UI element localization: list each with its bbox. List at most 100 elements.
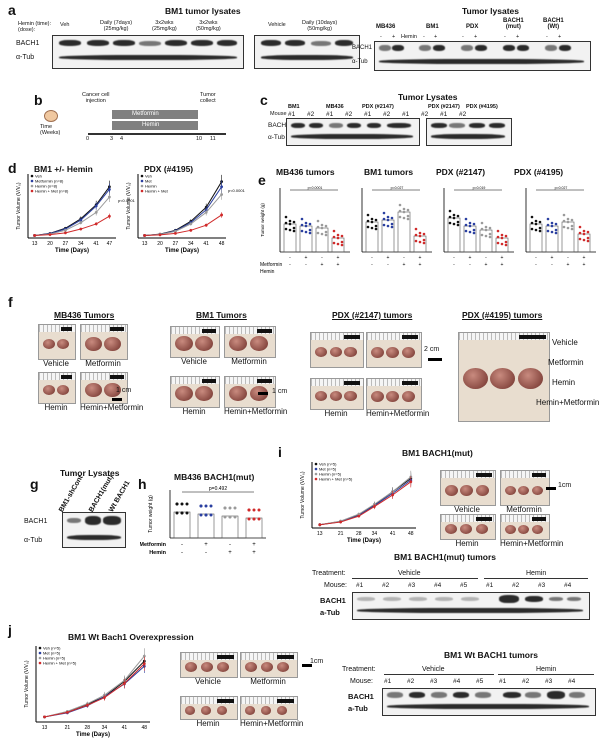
data-point [586,236,590,240]
data-point [538,229,542,233]
x-tick-label: 34 [372,531,378,537]
tumor [505,485,516,495]
y-axis-label: Tumor Volume (V/V₀) [16,182,22,230]
data-point [488,232,492,236]
data-point [402,210,406,214]
panel-g-row: α-Tub [24,537,43,544]
panel-label-c: c [260,92,268,108]
panel-g-row: BACH1 [24,518,48,525]
sign-metformin: + [469,255,472,261]
data-point [570,227,574,231]
data-point [318,523,322,527]
x-tick-label: 13 [42,725,48,731]
condition-label: Hemin+Metformin [224,407,288,416]
data-point [174,229,177,233]
sign-hemin: + [321,262,324,268]
panel-f-title: BM1 Tumors [196,310,247,320]
legend-entry: Met (n=5) [43,651,61,656]
panel-a-right-group: PDX [466,24,479,30]
data-point [257,517,261,521]
series-line [44,660,145,718]
tumor [386,390,400,402]
data-point [582,229,586,233]
data-point [189,228,193,232]
data-point [484,225,488,229]
p-value: p<0.0001 [308,186,323,190]
legend-entry: Hemin [145,184,157,189]
tumor [531,485,543,495]
condition-label: Hemin+Metformin [80,403,144,412]
data-point [180,502,184,506]
x-tick-label: 41 [122,725,128,731]
data-point [418,231,422,235]
data-point [546,223,550,227]
data-point [220,213,224,217]
data-point [456,220,460,224]
data-point [324,224,328,228]
legend-marker [140,184,144,188]
panel-a-left-blot [52,35,244,69]
pdx4195-label: Hemin+Metformin [536,398,600,407]
data-point [247,508,251,512]
data-point [550,224,554,228]
panel-a-group: 3x2wks (50mg/kg) [196,20,221,32]
sign-hemin: + [252,550,256,556]
sign-hemin: + [485,262,488,268]
tumor [85,336,102,351]
legend-marker [140,179,144,183]
tumor [277,706,287,715]
data-point [175,502,179,506]
condition-label: Metformin [231,357,267,366]
panel-c-group: MB436 [326,104,344,110]
tumor [344,390,357,402]
data-point [504,240,508,244]
p-value: p<0.0001 [228,188,246,193]
panel-a-row-label: BACH1 [16,40,40,47]
tumor [518,485,530,495]
tumor [104,336,121,351]
treatment-label: Treatment: [312,570,346,577]
legend-marker [314,472,318,476]
data-point [370,217,374,221]
legend-marker [314,462,318,466]
legend-marker [30,189,34,193]
data-point [398,209,402,213]
data-point [546,229,550,233]
data-point [228,515,232,519]
data-point [292,229,296,233]
x-tick-label: 27 [63,241,69,247]
data-point [562,219,566,223]
p-value: p=0.492 [209,486,227,492]
panel-g-col: BM1-shCont [58,474,85,514]
data-point [79,221,83,225]
mouse-id: #4 [568,678,576,685]
panel-j-row: BACH1 [348,692,374,701]
data-point [472,222,476,226]
data-point [390,222,394,226]
tumor-photo [38,372,76,404]
x-tick-label: 34 [102,725,108,731]
tumor [445,484,458,496]
tumor [371,346,384,358]
data-point [546,217,550,221]
series-line [44,655,145,718]
tumor-photo [440,514,496,540]
tumor [43,339,55,350]
data-point [94,211,98,214]
data-point [538,226,542,230]
data-point [582,238,586,242]
data-point [496,229,500,233]
x-tick-label: 28 [356,531,362,537]
mouse-id: #1 [486,582,494,589]
x-tick-label: 27 [173,241,179,247]
tumor-photo [224,326,276,358]
data-point [308,222,312,226]
series-line [319,481,412,526]
photo-label-bar [519,335,546,339]
series-line [144,214,222,236]
tumor [531,524,543,534]
sign-metformin: - [371,255,373,261]
panel-a-row-label: α-Tub [16,54,35,61]
mouse-id: #5 [476,678,484,685]
photo-label-bar [476,473,492,477]
